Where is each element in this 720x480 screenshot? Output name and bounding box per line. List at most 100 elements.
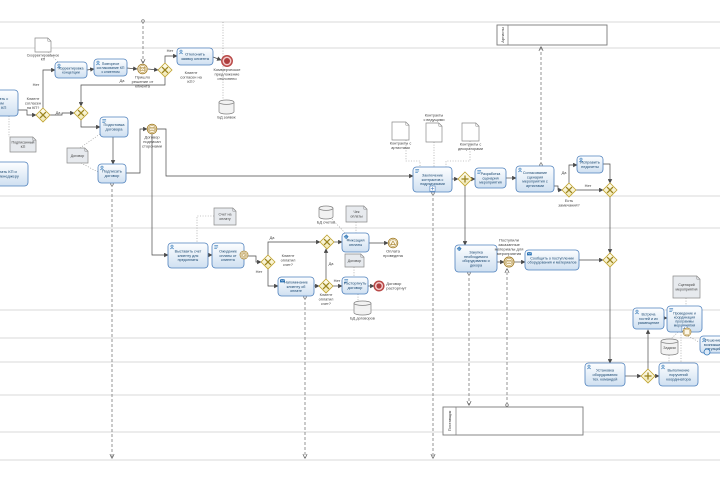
ds-bd-schetov[interactable]: БД счетов xyxy=(317,205,335,225)
icon-resolve-badge[interactable] xyxy=(703,348,711,356)
task-agree-final-kp[interactable]: Согласовать склиентомитоговое КП xyxy=(0,89,19,117)
svg-text:Нет: Нет xyxy=(256,269,263,274)
message-flow xyxy=(304,295,307,458)
gw-merge-row2[interactable] xyxy=(602,252,618,268)
svg-text:Артисты: Артисты xyxy=(500,27,505,43)
association xyxy=(687,335,700,343)
svg-text:Выслать КП исчет менеджеру: Выслать КП исчет менеджеру xyxy=(0,169,19,179)
edge-label: Нет xyxy=(33,82,40,87)
gw-merge-kp[interactable] xyxy=(73,105,89,121)
sequence-flow xyxy=(267,269,279,289)
ds-tasks[interactable]: Задачи xyxy=(660,338,679,356)
gw-parallel-1[interactable] xyxy=(457,171,473,187)
svg-text:Нет: Нет xyxy=(334,278,341,283)
sequence-flow xyxy=(603,163,613,184)
gw-merge-remarks[interactable] xyxy=(602,182,618,198)
sequence-flow xyxy=(164,53,178,63)
task-resolve-situations[interactable]: Решениевозникшихситуаций xyxy=(699,335,720,354)
svg-text:Согласовать склиентомитоговое: Согласовать склиентомитоговое КП xyxy=(0,96,8,110)
edge-label: Да xyxy=(270,235,276,240)
gw-client-agrees-kp-1[interactable] xyxy=(35,107,51,123)
pool-artists[interactable]: Артисты xyxy=(496,24,608,46)
svg-text:Нет: Нет xyxy=(33,82,40,87)
doc-contract-1[interactable]: Договор xyxy=(66,147,89,164)
svg-text:Нет: Нет xyxy=(585,183,592,188)
gw-has-remarks[interactable] xyxy=(561,182,577,198)
gw-parallel-2[interactable] xyxy=(640,368,656,384)
ds-bd-zayavok[interactable]: БД заявок xyxy=(217,99,236,120)
svg-text:Договор: Договор xyxy=(71,154,85,158)
gw-paid-2[interactable] xyxy=(318,278,334,294)
association xyxy=(405,140,421,167)
gw-merge-paid[interactable] xyxy=(319,234,335,250)
sequence-flow xyxy=(86,67,95,72)
pool-supplier[interactable]: Поставщик xyxy=(442,406,584,436)
doc-contract-2[interactable]: Договор xyxy=(344,253,365,268)
gw-client-agrees-kp-2[interactable] xyxy=(157,62,173,78)
edge-label: Да xyxy=(329,261,335,266)
task-send-kp-manager[interactable]: Выслать КП исчет менеджеру xyxy=(0,161,29,187)
svg-text:БД счетов: БД счетов xyxy=(317,220,335,225)
sequence-flow xyxy=(126,126,148,174)
message-flow xyxy=(142,19,145,63)
sequence-flow xyxy=(554,185,563,193)
edge-label: Нет xyxy=(334,278,341,283)
ds-bd-dogovorov[interactable]: БД договоров xyxy=(350,300,375,321)
gw-paid-1[interactable] xyxy=(260,254,276,270)
